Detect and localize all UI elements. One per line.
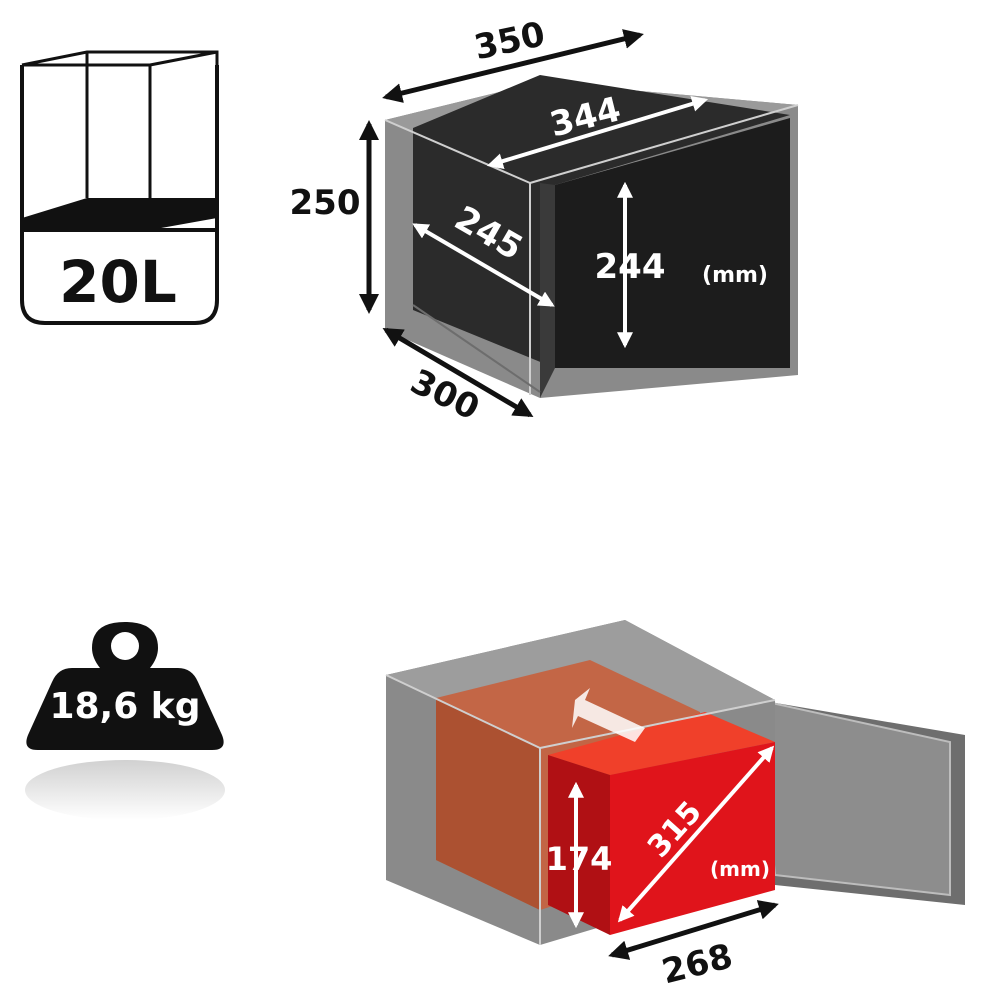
inner-depth-arrow bbox=[412, 223, 555, 307]
bottom-unit-label: (mm) bbox=[710, 857, 770, 881]
outer-depth-label: 300 bbox=[404, 362, 485, 429]
item-height-label: 174 bbox=[546, 840, 613, 878]
outer-width-arrow bbox=[382, 29, 644, 103]
volume-label: 20L bbox=[59, 248, 177, 316]
top-unit-label: (mm) bbox=[702, 263, 768, 288]
item-width-label: 268 bbox=[658, 936, 737, 992]
outer-depth-arrow bbox=[382, 327, 534, 418]
outer-height-label: 250 bbox=[290, 183, 361, 223]
item-width-arrow bbox=[608, 900, 779, 960]
inner-width-arrow bbox=[486, 96, 709, 169]
weight-icon bbox=[25, 622, 225, 820]
inner-height-label: 244 bbox=[595, 247, 666, 287]
item-diagonal-arrow bbox=[617, 745, 775, 923]
volume-icon bbox=[20, 50, 219, 325]
safe-max-item-illustration bbox=[385, 620, 965, 945]
weight-label: 18,6 kg bbox=[49, 686, 200, 727]
